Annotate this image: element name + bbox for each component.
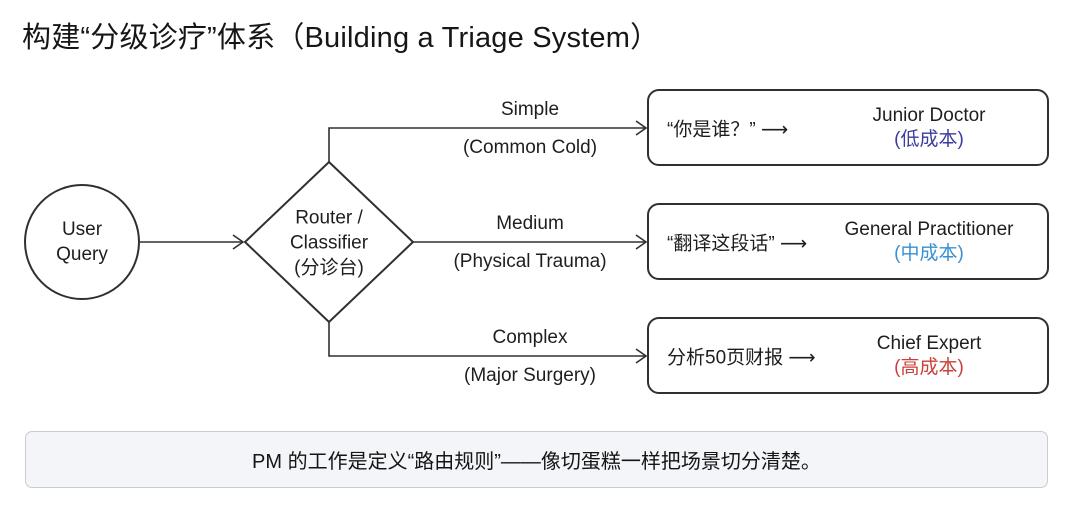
example-text: 分析50页财报 xyxy=(667,347,784,368)
route-complex-analogy: (Major Surgery) xyxy=(464,365,596,386)
edge-complex xyxy=(328,322,646,357)
tier-example: “翻译这段话” ⟶ xyxy=(667,228,807,255)
route-medium-analogy: (Physical Trauma) xyxy=(453,251,607,272)
tier-example: 分析50页财报 ⟶ xyxy=(667,342,816,369)
route-simple-level: Simple xyxy=(500,99,560,120)
tier-box-general: “翻译这段话” ⟶ General Practitioner (中成本) xyxy=(647,203,1049,280)
example-text: “翻译这段话” xyxy=(667,233,775,254)
page-title: 构建“分级诊疗”体系（Building a Triage System） xyxy=(22,22,660,54)
router-line-2: Classifier xyxy=(289,232,369,254)
role-name: Junior Doctor xyxy=(872,104,986,126)
example-text: “你是谁？” xyxy=(667,119,756,140)
tier-box-chief: 分析50页财报 ⟶ Chief Expert (高成本) xyxy=(647,317,1049,394)
tier-role: Chief Expert (高成本) xyxy=(877,332,982,380)
summary-text: PM 的工作是定义“路由规则”——像切蛋糕一样把场景切分清楚。 xyxy=(252,451,821,473)
tier-example: “你是谁？” ⟶ xyxy=(667,114,788,141)
role-name: Chief Expert xyxy=(876,332,982,354)
arrowhead-simple xyxy=(635,120,648,136)
router-line-3: (分诊台) xyxy=(294,257,364,279)
route-complex-level: Complex xyxy=(492,327,568,348)
route-medium-level: Medium xyxy=(496,213,564,234)
role-name: General Practitioner xyxy=(844,218,1014,240)
edge-simple xyxy=(328,127,646,162)
cost-badge: (高成本) xyxy=(894,356,964,378)
route-simple-analogy: (Common Cold) xyxy=(462,137,598,158)
tier-role: General Practitioner (中成本) xyxy=(845,218,1014,266)
right-arrow-icon: ⟶ xyxy=(779,233,808,254)
user-query-label: User Query xyxy=(56,217,108,267)
user-query-line-2: Query xyxy=(56,244,108,265)
right-arrow-icon: ⟶ xyxy=(760,119,789,140)
router-label: Router / Classifier (分诊台) xyxy=(290,206,368,281)
user-query-line-1: User xyxy=(61,219,103,240)
tier-box-junior: “你是谁？” ⟶ Junior Doctor (低成本) xyxy=(647,89,1049,166)
arrowhead-router xyxy=(232,234,245,250)
arrowhead-complex xyxy=(635,348,648,364)
cost-badge: (中成本) xyxy=(894,242,964,264)
arrowhead-medium xyxy=(635,234,648,250)
tier-role: Junior Doctor (低成本) xyxy=(873,104,986,152)
router-line-1: Router / xyxy=(295,207,363,229)
right-arrow-icon: ⟶ xyxy=(788,347,816,368)
cost-badge: (低成本) xyxy=(894,128,964,150)
summary-banner: PM 的工作是定义“路由规则”——像切蛋糕一样把场景切分清楚。 xyxy=(25,431,1048,488)
